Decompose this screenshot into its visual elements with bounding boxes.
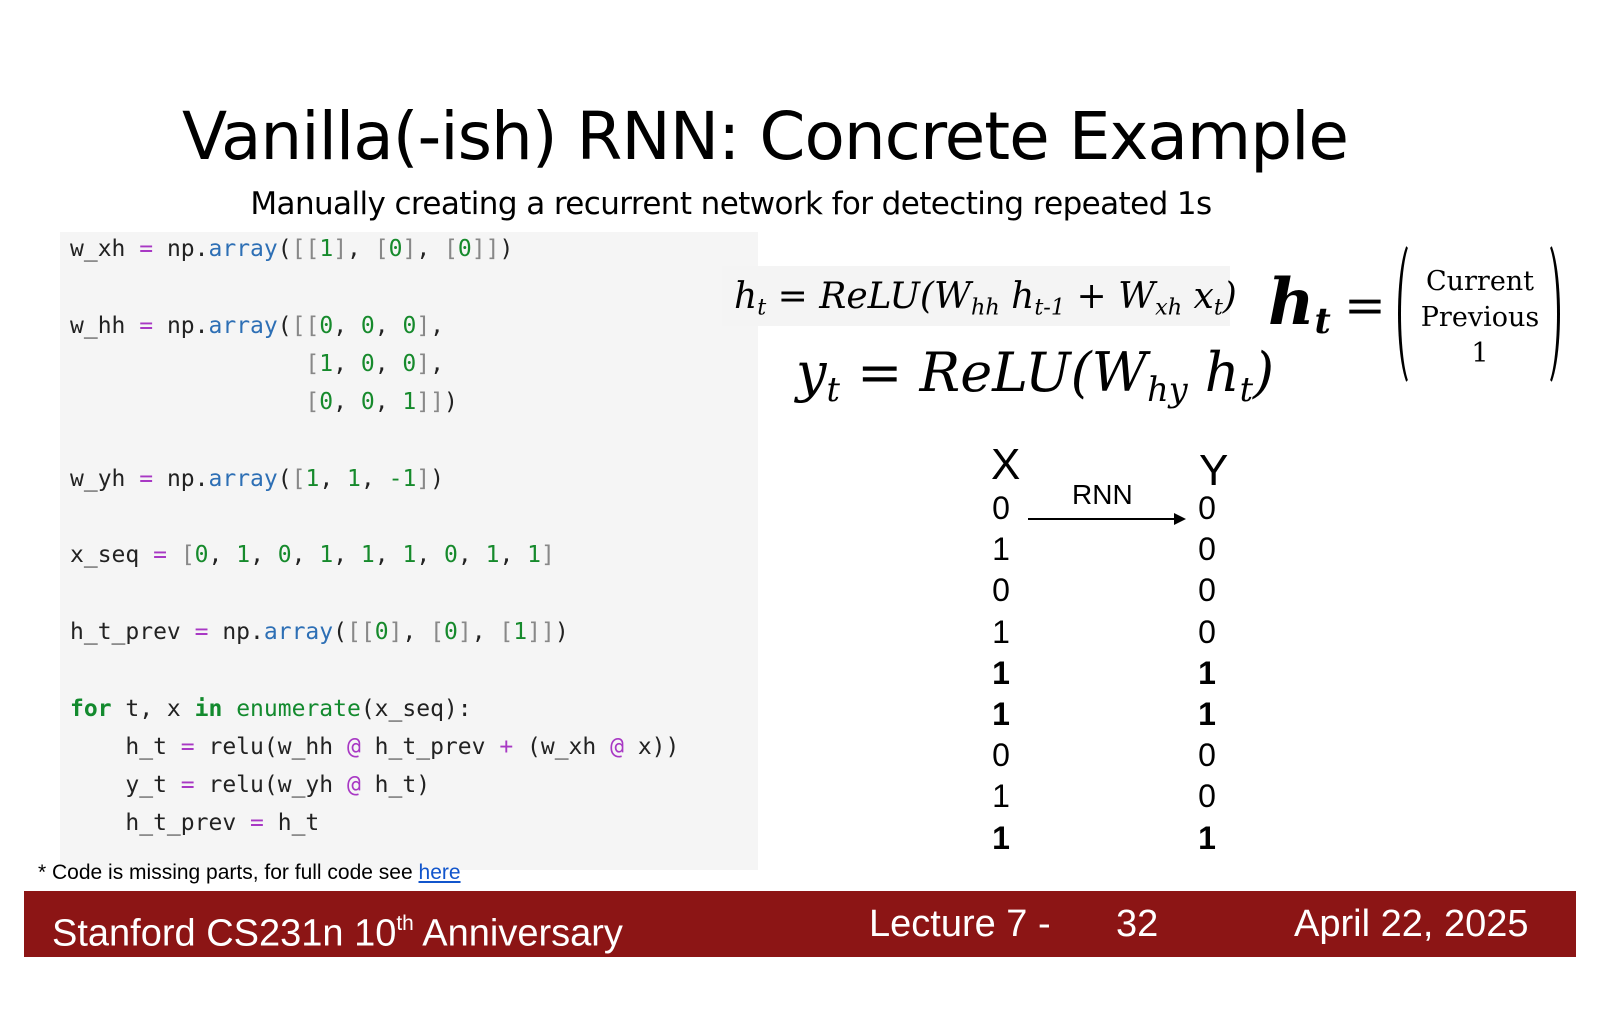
output-equation: yt = ReLU(Why ht)	[796, 341, 1275, 410]
code-w-hh-2: [1, 0, 0],	[305, 351, 444, 377]
footer-lecture: Lecture 7 -	[869, 903, 1051, 945]
footer-bar: Stanford CS231n 10th Anniversary Lecture…	[24, 891, 1576, 957]
x-value-0: 0	[992, 490, 1010, 526]
footer-course-tail: Anniversary	[413, 912, 623, 955]
x-column-header: X	[991, 440, 1021, 489]
x-value-3: 1	[992, 613, 1010, 650]
state-vector-bias: 1	[1471, 338, 1489, 369]
code-h-t-prev: h_t_prev = np.array([[0], [0], [1]])	[70, 619, 569, 645]
y-value-1: 0	[1198, 531, 1216, 568]
y-value-5: 1	[1198, 696, 1216, 732]
x-value-6: 0	[992, 737, 1010, 774]
code-line-w-xh: w_xh = np.array([[1], [0], [0]])	[70, 232, 513, 266]
footer-course-name: Stanford CS231n 10	[52, 912, 397, 955]
x-value-5: 1	[992, 696, 1010, 732]
slide-subtitle: Manually creating a recurrent network fo…	[250, 186, 1212, 222]
state-vector-current: Current	[1425, 266, 1535, 297]
y-value-8: 1	[1198, 819, 1216, 856]
code-panel: w_xh = np.array([[1], [0], [0]]) w_hh = …	[60, 232, 758, 870]
hidden-update-equation: ht = ReLU(Whh ht-1 + Wxh xt)	[734, 276, 1237, 321]
slide-title: Vanilla(-ish) RNN: Concrete Example	[181, 98, 1349, 175]
state-equals-sign: =	[1344, 276, 1386, 334]
x-value-8: 1	[992, 819, 1010, 856]
right-paren	[1530, 238, 1560, 390]
code-w-yh: w_yh = np.array([1, 1, -1])	[70, 466, 445, 492]
footer-date: April 22, 2025	[1294, 903, 1529, 945]
y-value-3: 0	[1198, 613, 1216, 650]
footnote-text: * Code is missing parts, for full code s…	[38, 861, 419, 884]
state-vector-previous: Previous	[1420, 302, 1540, 333]
code-h-t-prev-assign: h_t_prev = h_t	[70, 810, 320, 836]
y-value-2: 0	[1198, 572, 1216, 609]
code-x-seq: x_seq = [0, 1, 0, 1, 1, 1, 0, 1, 1]	[70, 542, 555, 568]
code-line-h-t-prev-assign: h_t_prev = h_t	[70, 806, 319, 840]
code-line-h-t-prev: h_t_prev = np.array([[0], [0], [1]])	[70, 615, 569, 649]
x-value-2: 0	[992, 572, 1010, 609]
x-value-7: 1	[992, 778, 1010, 815]
rnn-arrow-line	[1028, 518, 1176, 520]
footnote: * Code is missing parts, for full code s…	[38, 860, 461, 886]
code-line-w-hh-3: [0, 0, 1]])	[70, 385, 458, 419]
footer-course: Stanford CS231n 10th Anniversary	[52, 891, 623, 967]
y-value-6: 0	[1198, 737, 1216, 774]
y-value-4: 1	[1198, 654, 1216, 691]
code-for: for t, x in enumerate(x_seq):	[70, 696, 472, 722]
rnn-arrow-label: RNN	[1072, 479, 1133, 510]
y-value-7: 0	[1198, 778, 1216, 815]
code-w-hh-3: [0, 0, 1]])	[305, 389, 458, 415]
code-line-y-t: y_t = relu(w_yh @ h_t)	[70, 768, 430, 802]
code-line-for: for t, x in enumerate(x_seq):	[70, 692, 472, 726]
y-column-header: Y	[1199, 446, 1229, 495]
state-vector-lhs: ht	[1268, 265, 1331, 342]
code-w-hh-1: w_hh = np.array([[0, 0, 0],	[70, 313, 445, 339]
code-line-w-hh-2: [1, 0, 0],	[70, 347, 444, 381]
code-line-h-t: h_t = relu(w_hh @ h_t_prev + (w_xh @ x))	[70, 730, 679, 764]
full-code-link[interactable]: here	[418, 861, 461, 884]
code-line-x-seq: x_seq = [0, 1, 0, 1, 1, 1, 0, 1, 1]	[70, 538, 555, 572]
left-paren	[1398, 238, 1428, 390]
x-value-1: 1	[992, 531, 1010, 568]
code-h-t: h_t = relu(w_hh @ h_t_prev + (w_xh @ x))	[70, 734, 680, 760]
footer-course-sup: th	[396, 912, 414, 935]
code-y-t: y_t = relu(w_yh @ h_t)	[70, 772, 431, 798]
code-w-xh: w_xh = np.array([[1], [0], [0]])	[70, 236, 514, 262]
code-line-w-yh: w_yh = np.array([1, 1, -1])	[70, 462, 444, 496]
arrow-right-icon	[1174, 513, 1186, 525]
footer-page-number: 32	[1116, 903, 1159, 945]
code-line-w-hh-1: w_hh = np.array([[0, 0, 0],	[70, 309, 444, 343]
x-value-4: 1	[992, 654, 1010, 691]
y-value-0: 0	[1198, 490, 1216, 526]
hidden-update-equation-box	[722, 266, 1230, 326]
